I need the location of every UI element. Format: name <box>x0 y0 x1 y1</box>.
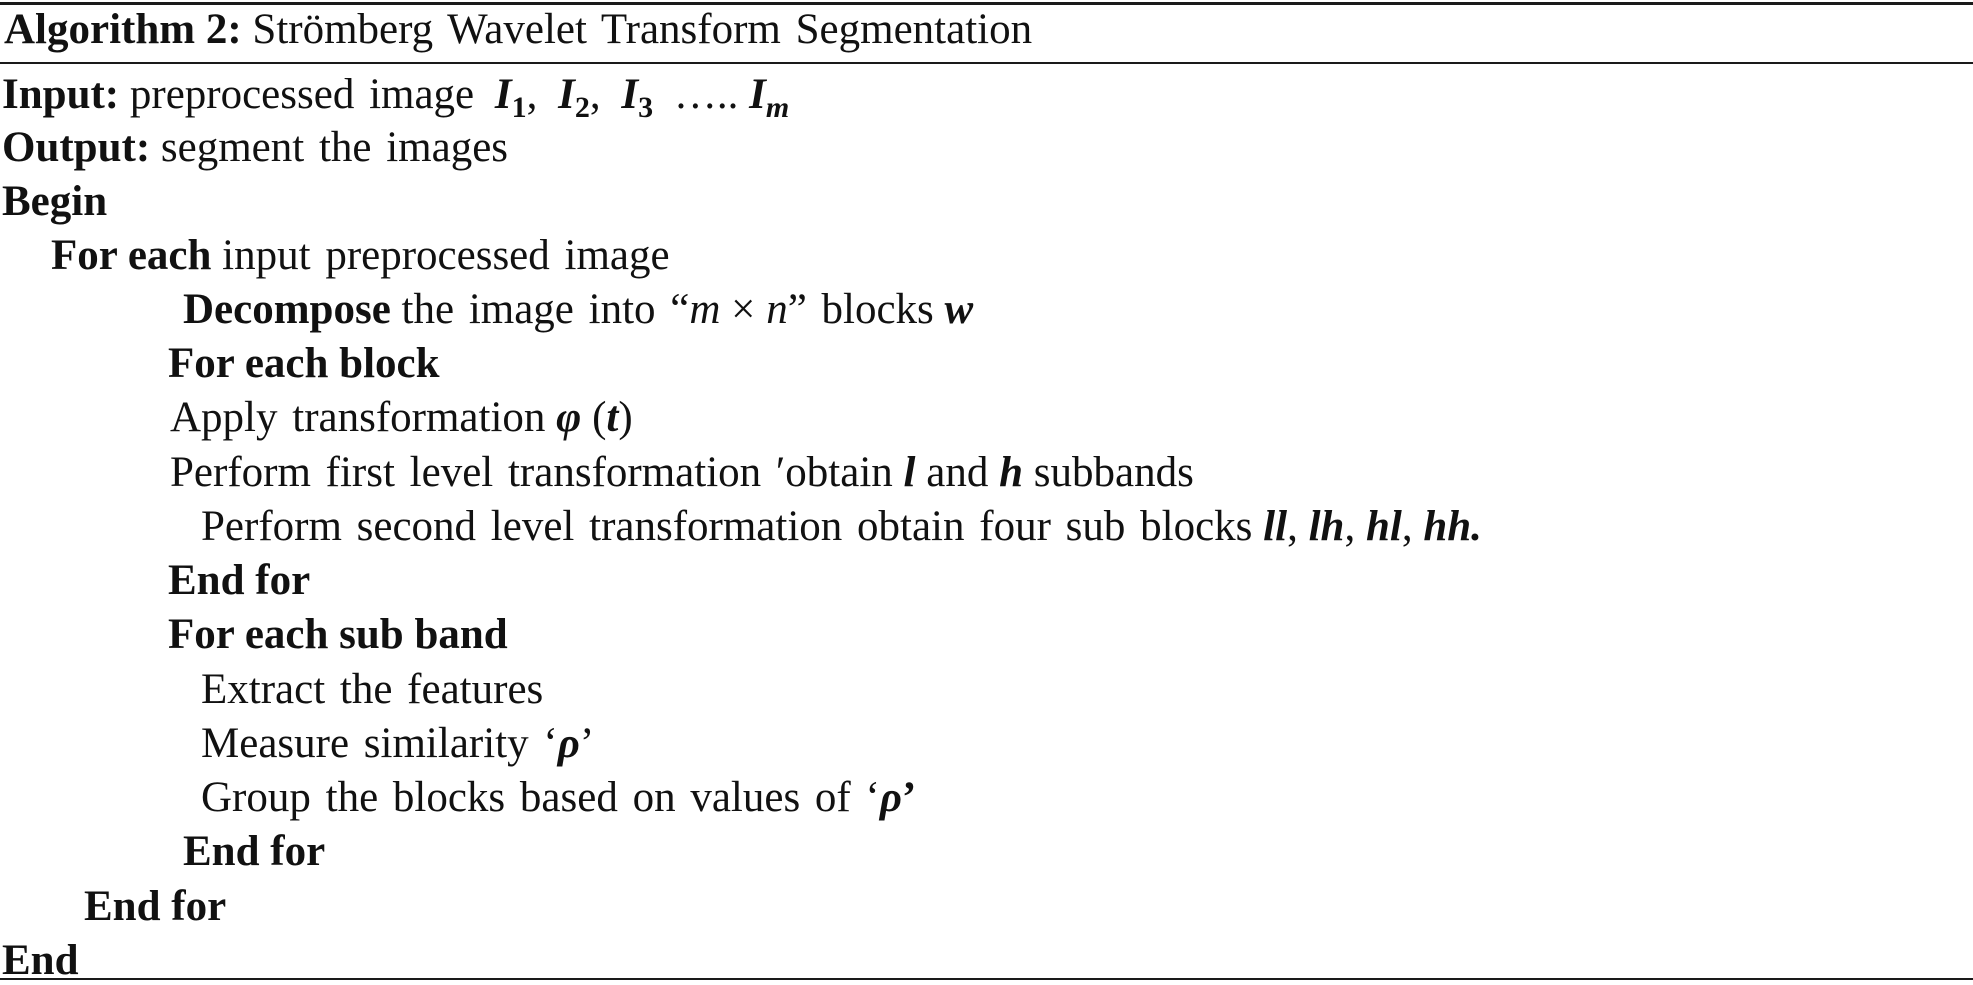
input-keyword: Input: <box>2 71 120 118</box>
first-level-text: Perform first level transformation ′obta… <box>170 449 893 496</box>
for-each-image-line: For each input preprocessed image <box>51 232 670 280</box>
second-level-line: Perform second level transformation obta… <box>201 503 1482 550</box>
comma: , <box>589 71 601 118</box>
ellipsis: ….. <box>673 71 739 118</box>
for-each-text: input preprocessed image <box>222 232 670 279</box>
sub-m: m <box>765 91 790 124</box>
var-l: l <box>903 449 916 496</box>
algorithm-title: Strömberg Wavelet Transform Segmentation <box>252 6 1033 53</box>
measure-text: Measure similarity ‘ <box>201 720 558 767</box>
decompose-line: Decompose the image into “m × n” blocks … <box>183 286 973 334</box>
bottom-rule <box>0 978 1973 980</box>
var-ll: ll <box>1263 503 1288 550</box>
end-keyword: End <box>2 937 79 984</box>
decompose-keyword: Decompose <box>183 286 391 333</box>
for-each-block-keyword: For each block <box>168 340 440 387</box>
output-text: segment the images <box>160 124 509 171</box>
input-line: Input: preprocessed image I1, I2, I3 …..… <box>2 71 789 124</box>
and-text: and <box>926 449 989 496</box>
end-for-keyword: End for <box>84 883 227 930</box>
var-t: t <box>606 394 619 441</box>
paren-open: ( <box>581 394 607 441</box>
paren-close: ) <box>618 394 633 441</box>
var-rho: ρ <box>557 720 580 767</box>
end-for-keyword: End for <box>183 828 326 875</box>
var-i2: I <box>558 71 575 118</box>
output-keyword: Output: <box>2 124 151 171</box>
algorithm-label: Algorithm 2: <box>4 6 242 53</box>
algorithm-caption: Algorithm 2: Strömberg Wavelet Transform… <box>4 6 1032 54</box>
group-text: Group the blocks based on values of ‘ <box>201 774 880 821</box>
input-text: preprocessed image <box>129 71 475 118</box>
first-level-line: Perform first level transformation ′obta… <box>170 449 1194 497</box>
subbands-text: subbands <box>1033 449 1194 496</box>
end-for-keyword: End for <box>168 557 311 604</box>
var-h: h <box>999 449 1023 496</box>
var-im: I <box>749 71 766 118</box>
var-lh: lh <box>1308 503 1345 550</box>
apply-line: Apply transformation φ (t) <box>170 394 633 442</box>
times-symbol: × <box>720 286 767 333</box>
var-i3: I <box>621 71 639 118</box>
for-each-keyword: For each <box>51 232 212 279</box>
begin-keyword: Begin <box>2 178 108 225</box>
output-line: Output: segment the images <box>2 124 508 172</box>
extract-line: Extract the features <box>201 666 544 713</box>
top-rule <box>0 2 1973 5</box>
var-i1: I <box>494 71 512 118</box>
measure-line: Measure similarity ‘ρ’ <box>201 720 594 768</box>
second-level-text: Perform second level transformation obta… <box>201 503 1253 550</box>
header-rule <box>0 62 1973 64</box>
var-n: n <box>766 286 788 333</box>
var-phi: φ <box>556 394 582 441</box>
var-hh: hh. <box>1423 503 1482 550</box>
for-each-sub-band-keyword: For each sub band <box>168 611 508 658</box>
apply-text: Apply transformation <box>170 394 546 441</box>
var-m: m <box>689 286 721 333</box>
sub-2: 2 <box>574 91 590 124</box>
quote-close: ’ <box>579 720 595 767</box>
sub-1: 1 <box>511 91 527 124</box>
comma: , <box>526 71 538 118</box>
decompose-text-after: ” blocks <box>787 286 934 333</box>
var-hl: hl <box>1365 503 1402 550</box>
sub-3: 3 <box>638 91 654 124</box>
var-rho: ρ <box>879 774 902 821</box>
group-line: Group the blocks based on values of ‘ρ’ <box>201 774 916 822</box>
var-w: w <box>944 286 974 333</box>
quote-close: ’ <box>901 774 917 821</box>
decompose-text-before: the image into “ <box>401 286 690 333</box>
